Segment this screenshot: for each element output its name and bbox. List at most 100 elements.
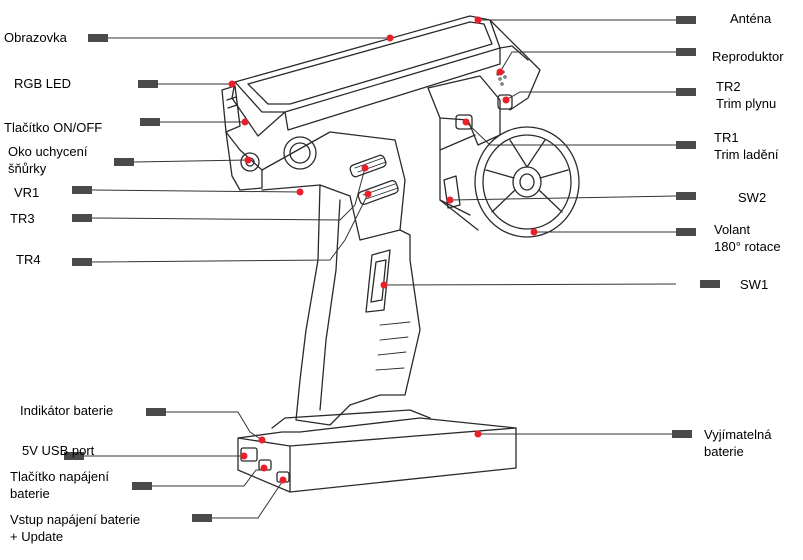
marker-oko	[244, 156, 252, 164]
label-oko: Oko uchycení šňůrky	[8, 143, 88, 177]
tick-volant	[676, 228, 696, 236]
tick-tr1	[676, 141, 696, 149]
marker-baterie	[474, 430, 482, 438]
wheel-mount	[427, 75, 501, 146]
tick-sw1	[700, 280, 720, 288]
tr3-switch	[349, 154, 387, 178]
tick-vstup	[192, 514, 212, 522]
marker-tr2	[502, 96, 510, 104]
marker-tr3	[361, 164, 369, 172]
label-indikator: Indikátor baterie	[20, 402, 113, 419]
tick-baterie	[672, 430, 692, 438]
steering-wheel	[474, 126, 580, 238]
label-line: šňůrky	[8, 161, 47, 176]
label-antena: Anténa	[730, 10, 771, 27]
label-tr3: TR3	[10, 210, 35, 227]
label-line: RGB LED	[14, 76, 72, 91]
marker-volant	[530, 228, 538, 236]
label-line: Tlačítko ON/OFF	[4, 120, 103, 135]
tick-tr3	[72, 214, 92, 222]
label-sw1: SW1	[740, 276, 768, 293]
marker-obrazovka	[386, 34, 394, 42]
label-tr1: TR1 Trim ladění	[714, 129, 779, 163]
label-line: Obrazovka	[4, 30, 67, 45]
label-line: Reproduktor	[712, 49, 784, 64]
marker-tlacitko	[260, 464, 268, 472]
label-obrazovka: Obrazovka	[4, 29, 67, 46]
label-line: TR1	[714, 130, 739, 145]
tick-tlacitko	[132, 482, 152, 490]
marker-reproduktor	[496, 68, 504, 76]
label-line: VR1	[14, 185, 40, 200]
wheel-shaft	[439, 134, 479, 231]
marker-rgb-led	[228, 80, 236, 88]
tick-tr4	[72, 258, 92, 266]
tick-obrazovka	[88, 34, 108, 42]
tick-antena	[676, 16, 696, 24]
tick-reproduktor	[676, 48, 696, 56]
tick-vr1	[72, 186, 92, 194]
label-volant: Volant 180° rotace	[714, 221, 781, 255]
marker-tr4	[364, 190, 372, 198]
label-line: TR3	[10, 211, 35, 226]
screen-housing	[234, 15, 501, 113]
tick-tr2	[676, 88, 696, 96]
label-line: SW1	[740, 277, 769, 292]
label-reproduktor: Reproduktor	[712, 48, 784, 65]
label-line: + Update	[10, 529, 64, 544]
tick-oko	[114, 158, 134, 166]
label-line: baterie	[10, 486, 50, 501]
label-tlacitko-napajeni: Tlačítko napájení baterie	[10, 468, 109, 502]
label-line: baterie	[704, 444, 744, 459]
marker-vstup	[279, 476, 287, 484]
marker-antena	[474, 16, 482, 24]
marker-usb	[240, 452, 248, 460]
tick-on-off	[140, 118, 160, 126]
label-sw2: SW2	[738, 189, 766, 206]
tr4-switch	[357, 179, 399, 205]
lanyard-ring	[240, 152, 260, 172]
label-line: Tlačítko napájení	[10, 469, 110, 484]
tr1-trim	[455, 114, 473, 130]
sw2-lever	[443, 175, 461, 209]
label-line: 180° rotace	[714, 239, 781, 254]
label-tr2: TR2 Trim plynu	[716, 78, 776, 112]
left-body	[225, 131, 263, 191]
marker-vr1	[296, 188, 304, 196]
screen-glass	[247, 21, 493, 105]
marker-tr1	[462, 118, 470, 126]
label-line: Vstup napájení baterie	[10, 512, 141, 527]
pistol-grip	[295, 184, 421, 426]
tr2-trim	[497, 94, 513, 110]
markers	[228, 16, 538, 484]
tick-rgb-led	[138, 80, 158, 88]
label-line: Volant	[714, 222, 751, 237]
label-line: 5V USB port	[22, 443, 95, 458]
label-line: Anténa	[730, 11, 772, 26]
marker-on-off	[241, 118, 249, 126]
label-line: Vyjímatelná	[704, 427, 772, 442]
marker-sw1	[380, 281, 388, 289]
label-line: Oko uchycení	[8, 144, 88, 159]
tick-indikator	[146, 408, 166, 416]
label-line: Indikátor baterie	[20, 403, 114, 418]
label-vstup: Vstup napájení baterie + Update	[10, 511, 140, 545]
label-usb: 5V USB port	[22, 442, 94, 459]
marker-sw2	[446, 196, 454, 204]
label-ticks	[64, 16, 720, 522]
marker-indikator	[258, 436, 266, 444]
antenna-frame	[489, 19, 541, 111]
sw1-button	[365, 249, 391, 313]
tick-usb	[64, 452, 84, 460]
label-baterie: Vyjímatelná baterie	[704, 426, 771, 460]
label-rgb-led: RGB LED	[14, 75, 71, 92]
label-line: Trim ladění	[714, 147, 779, 162]
vr1-knob	[283, 136, 317, 170]
label-line: SW2	[738, 190, 767, 205]
leader-lines	[84, 19, 677, 519]
label-line: TR4	[16, 252, 41, 267]
label-line: TR2	[716, 79, 741, 94]
label-line: Trim plynu	[716, 96, 777, 111]
